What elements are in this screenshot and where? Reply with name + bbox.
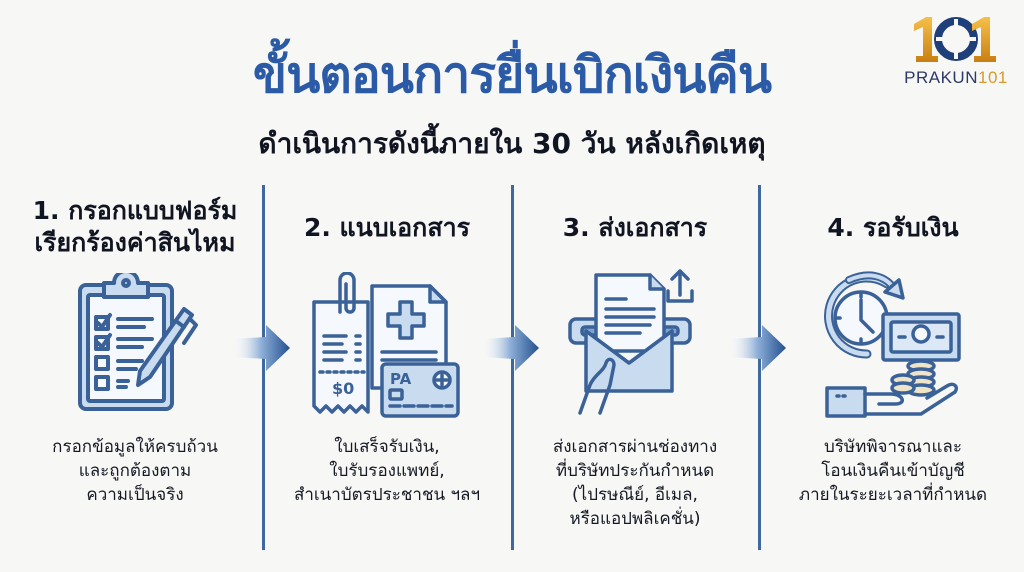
- clock-money-hand-icon: [824, 271, 961, 418]
- step-4-wait-for-payment: 4. รอรับเงิน บริษัทพิจารณาและ โอนเงินคืน…: [762, 212, 1024, 505]
- step-3-desc-line: ส่งเอกสารผ่านช่องทาง: [552, 437, 718, 457]
- step-1-title-line1: 1. กรอกแบบฟอร์ม: [32, 196, 238, 225]
- step-3-description: ส่งเอกสารผ่านช่องทาง ที่บริษัทประกันกำหน…: [514, 435, 756, 531]
- step-1-title-line2: เรียกร้องค่าสินไหม: [34, 228, 236, 257]
- step-3-title: 3. ส่งเอกสาร: [562, 213, 708, 242]
- prakun101-logo: PRAKUN101: [896, 14, 1016, 98]
- step-1-description: กรอกข้อมูลให้ครบถ้วน และถูกต้องตาม ความเ…: [10, 435, 260, 507]
- page-subtitle: ดำเนินการดังนี้ภายใน 30 วัน หลังเกิดเหตุ: [258, 127, 766, 160]
- step-2-description: ใบเสร็จรับเงิน, ใบรับรองแพทย์, สำเนาบัตร…: [265, 435, 509, 507]
- step-2-title: 2. แนบเอกสาร: [303, 213, 471, 242]
- step-3-desc-line: (ไปรษณีย์, อีเมล,: [572, 485, 698, 505]
- page-title: ขั้นตอนการยื่นเบิกเงินคืน: [252, 46, 772, 104]
- documents-receipt-card-icon: $0 PA: [312, 272, 460, 418]
- arrow-right-icon: [728, 325, 786, 371]
- arrow-right-icon: [232, 325, 290, 371]
- step-3-send-documents: 3. ส่งเอกสาร ส่งเอกสารผ่านช่องทาง ที่บริ…: [514, 212, 756, 529]
- card-label-text: PA: [390, 370, 412, 388]
- logo-brand-number: 101: [977, 68, 1008, 87]
- step-1-desc-line: กรอกข้อมูลให้ครบถ้วน: [52, 437, 218, 457]
- envelope-send-upload-icon: [568, 269, 694, 415]
- step-4-desc-line: ภายในระยะเวลาที่กำหนด: [798, 485, 988, 505]
- step-3-desc-line: หรือแอปพลิเคชั่น): [569, 509, 701, 529]
- arrow-right-icon: [481, 325, 539, 371]
- step-1-fill-form: 1. กรอกแบบฟอร์ม เรียกร้องค่าสินไหม กรอกข…: [10, 195, 260, 505]
- step-4-description: บริษัทพิจารณาและ โอนเงินคืนเข้าบัญชี ภาย…: [762, 435, 1024, 507]
- logo-brand-name: PRAKUN: [904, 68, 978, 87]
- step-1-desc-line: และถูกต้องตาม: [78, 461, 192, 481]
- step-2-attach-documents: 2. แนบเอกสาร $0 PA ใบเสร็จรับเงิน, ใบรับ…: [265, 212, 509, 505]
- step-2-desc-line: ใบรับรองแพทย์,: [329, 461, 445, 481]
- logo-brand-text: PRAKUN101: [896, 68, 1016, 88]
- step-3-desc-line: ที่บริษัทประกันกำหนด: [555, 461, 715, 481]
- step-2-desc-line: ใบเสร็จรับเงิน,: [334, 437, 440, 457]
- column-divider-1: [262, 185, 265, 550]
- column-divider-3: [758, 185, 761, 550]
- step-4-title: 4. รอรับเงิน: [827, 213, 959, 242]
- receipt-amount-text: $0: [332, 379, 354, 398]
- logo-101-icon: [914, 17, 996, 62]
- step-4-desc-line: บริษัทพิจารณาและ: [823, 437, 962, 457]
- step-4-desc-line: โอนเงินคืนเข้าบัญชี: [821, 461, 965, 481]
- column-divider-2: [511, 185, 514, 550]
- step-1-desc-line: ความเป็นจริง: [86, 485, 184, 505]
- clipboard-checklist-pen-icon: [78, 273, 198, 411]
- step-2-desc-line: สำเนาบัตรประชาชน ฯลฯ: [293, 485, 481, 505]
